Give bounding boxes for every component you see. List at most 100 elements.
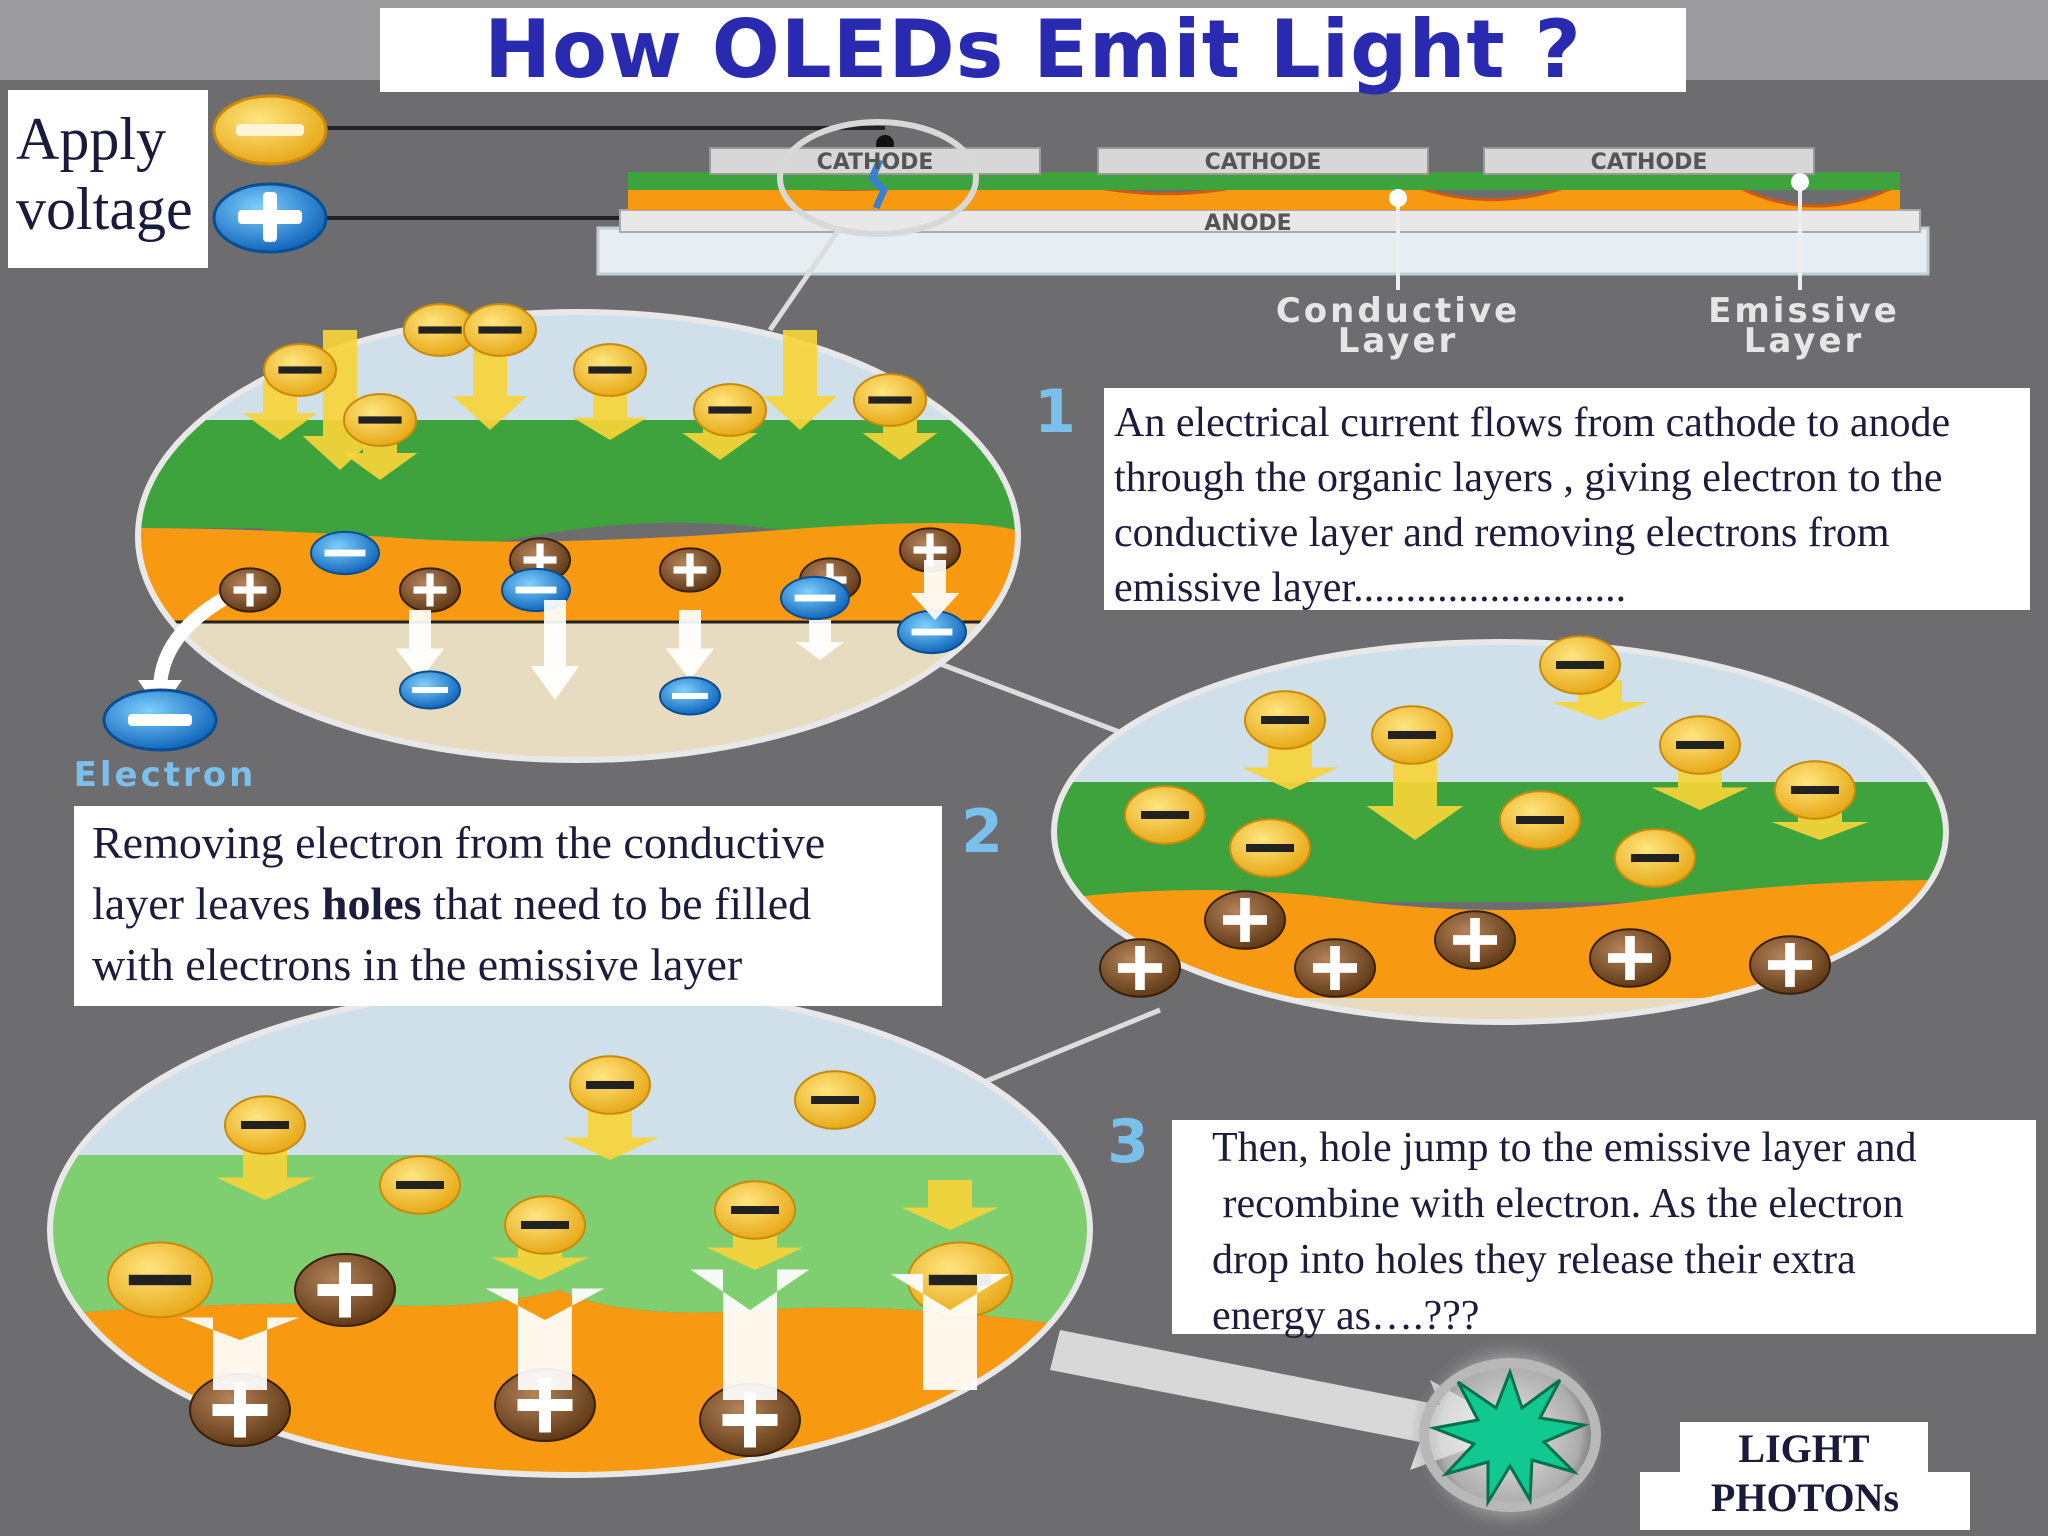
bubble1-down-arrow (452, 330, 528, 430)
bubble2-hole-icon (1099, 938, 1181, 998)
bubble1-down-arrow (342, 420, 418, 480)
bubble2-hole-icon (1434, 910, 1516, 970)
bubble2-electron-icon (1539, 635, 1621, 695)
cathode-label-2: CATHODE (1205, 150, 1322, 175)
bubble2-electron-icon (1244, 690, 1326, 750)
bubble1-electron-icon (343, 393, 417, 447)
particles-layer (107, 303, 1869, 1457)
bubble2-hole-icon (1749, 935, 1831, 995)
step-2-line-3: with electrons in the emissive layer (92, 939, 743, 990)
bubble3-down-arrow (216, 1150, 314, 1200)
negative-terminal-icon (212, 94, 328, 166)
title-box: How OLEDs Emit Light ? (380, 8, 1686, 92)
step-number-2: 2 (961, 797, 1003, 867)
bubble3-hole-icon (699, 1383, 801, 1457)
bubble3-hole-icon (189, 1373, 291, 1447)
step-2-line-2-start: layer leaves (92, 878, 322, 929)
step-number-3: 3 (1107, 1107, 1149, 1177)
bubble2-down-arrow (1366, 740, 1464, 840)
apply-voltage-line-2: voltage (16, 176, 193, 242)
bubble3-up-arrow (890, 1274, 1010, 1390)
bubble3-up-arrow (485, 1288, 605, 1390)
bubble3-down-arrow (561, 1110, 659, 1160)
photon-star-icon (1428, 1367, 1590, 1508)
bubble1-down-arrow (862, 400, 938, 460)
bubble1-hole-icon (219, 567, 281, 613)
light-label-box: LIGHT (1680, 1422, 1928, 1476)
bubble3-electron-icon (379, 1155, 461, 1215)
oled-device-stack (596, 119, 1930, 290)
bubble3-electron-icon (569, 1055, 651, 1115)
bubble1-down-arrow (572, 390, 648, 440)
bubble1-electron-icon (463, 303, 537, 357)
anode-label: ANODE (1204, 211, 1291, 236)
bubble1-down-arrow (762, 330, 838, 430)
bubble3-hole-icon (294, 1253, 396, 1327)
photons-label-box: PHOTONs (1640, 1472, 1970, 1530)
bubble3-up-arrow (690, 1269, 810, 1400)
bubble2-down-arrow (1551, 680, 1649, 720)
bubble2-electron-icon (1371, 705, 1453, 765)
holes-emphasis: holes (321, 878, 422, 929)
photon-arrow (1050, 1330, 1520, 1470)
step-1-line-2: through the organic layers , giving elec… (1114, 455, 1943, 501)
bubble1-blue-electron-icon (780, 575, 850, 621)
page-title: How OLEDs Emit Light ? (484, 3, 1582, 96)
bubble2-down-arrow (1241, 740, 1339, 790)
bubble1-hole-icon (399, 567, 461, 613)
photons-label: PHOTONs (1710, 1475, 1900, 1520)
bubble2-hole-icon (1589, 928, 1671, 988)
bubble3-down-arrow (491, 1230, 589, 1280)
step-3-line-3: drop into holes they release their extra (1212, 1237, 1856, 1283)
bubble1-blue-electron-icon (897, 609, 967, 655)
cathode-label-1: CATHODE (817, 150, 934, 175)
bubble1-electron-icon (853, 373, 927, 427)
bubble1-hole-icon (659, 547, 721, 593)
bubble3-electron-icon (794, 1070, 876, 1130)
step-3-line-2: recombine with electron. As the electron (1212, 1181, 1904, 1227)
apply-voltage-box: Apply voltage (8, 90, 208, 268)
step-2-line-2: layer leaves holes that need to be fille… (92, 873, 924, 934)
bubble1-white-arrow (530, 600, 580, 700)
bubble2-electron-icon (1499, 790, 1581, 850)
bubble1-electron-icon (573, 343, 647, 397)
bubble2-hole-icon (1204, 890, 1286, 950)
conductive-layer-label-2: Layer (1338, 321, 1459, 361)
connector-line-1 (767, 226, 843, 332)
bubble2-electron-icon (1614, 828, 1696, 888)
bubble1-electron-icon (263, 343, 337, 397)
step-1-line-1: An electrical current flows from cathode… (1114, 400, 1951, 446)
bubble1-white-arrow (795, 620, 845, 660)
bubble1-white-arrow (395, 610, 445, 680)
bubble3-electron-icon (107, 1241, 213, 1319)
bubble2-down-arrow (1651, 760, 1749, 810)
step-3-line-1: Then, hole jump to the emissive layer an… (1212, 1125, 1917, 1171)
bubble3-electron-icon (504, 1195, 586, 1255)
step-1-line-4: emissive layer.......................... (1114, 565, 1627, 611)
bubble2-electron-icon (1124, 785, 1206, 845)
bubble3-down-arrow (706, 1220, 804, 1270)
step-1-line-3: conductive layer and removing electrons … (1114, 510, 1890, 556)
bubble2-electron-icon (1659, 715, 1741, 775)
apply-voltage-line-1: Apply (16, 106, 166, 172)
step-1-text-box: An electrical current flows from cathode… (1104, 388, 2030, 611)
emissive-layer-label-1: Emissive (1708, 291, 1900, 331)
bubble1-down-arrow (302, 330, 378, 470)
bubble3-up-arrow (180, 1317, 300, 1390)
bubble1-white-arrow (910, 560, 960, 620)
conductive-layer-label-1: Conductive (1276, 291, 1520, 331)
bubble1-electron-icon (693, 383, 767, 437)
step-number-1: 1 (1034, 377, 1076, 447)
step-2-line-2-end: that need to be filled (421, 878, 812, 929)
electron-label: Electron (74, 755, 257, 795)
bubble2-electron-icon (1774, 760, 1856, 820)
bubble2-down-arrow (1771, 800, 1869, 840)
connector-line-2 (929, 657, 1131, 739)
bubble1-blue-electron-icon (310, 530, 380, 576)
bubble1-white-arrow (665, 610, 715, 680)
bubble2-hole-icon (1294, 938, 1376, 998)
free-electron-icon (102, 688, 218, 752)
step-3-text-box: Then, hole jump to the emissive layer an… (1172, 1120, 2036, 1339)
